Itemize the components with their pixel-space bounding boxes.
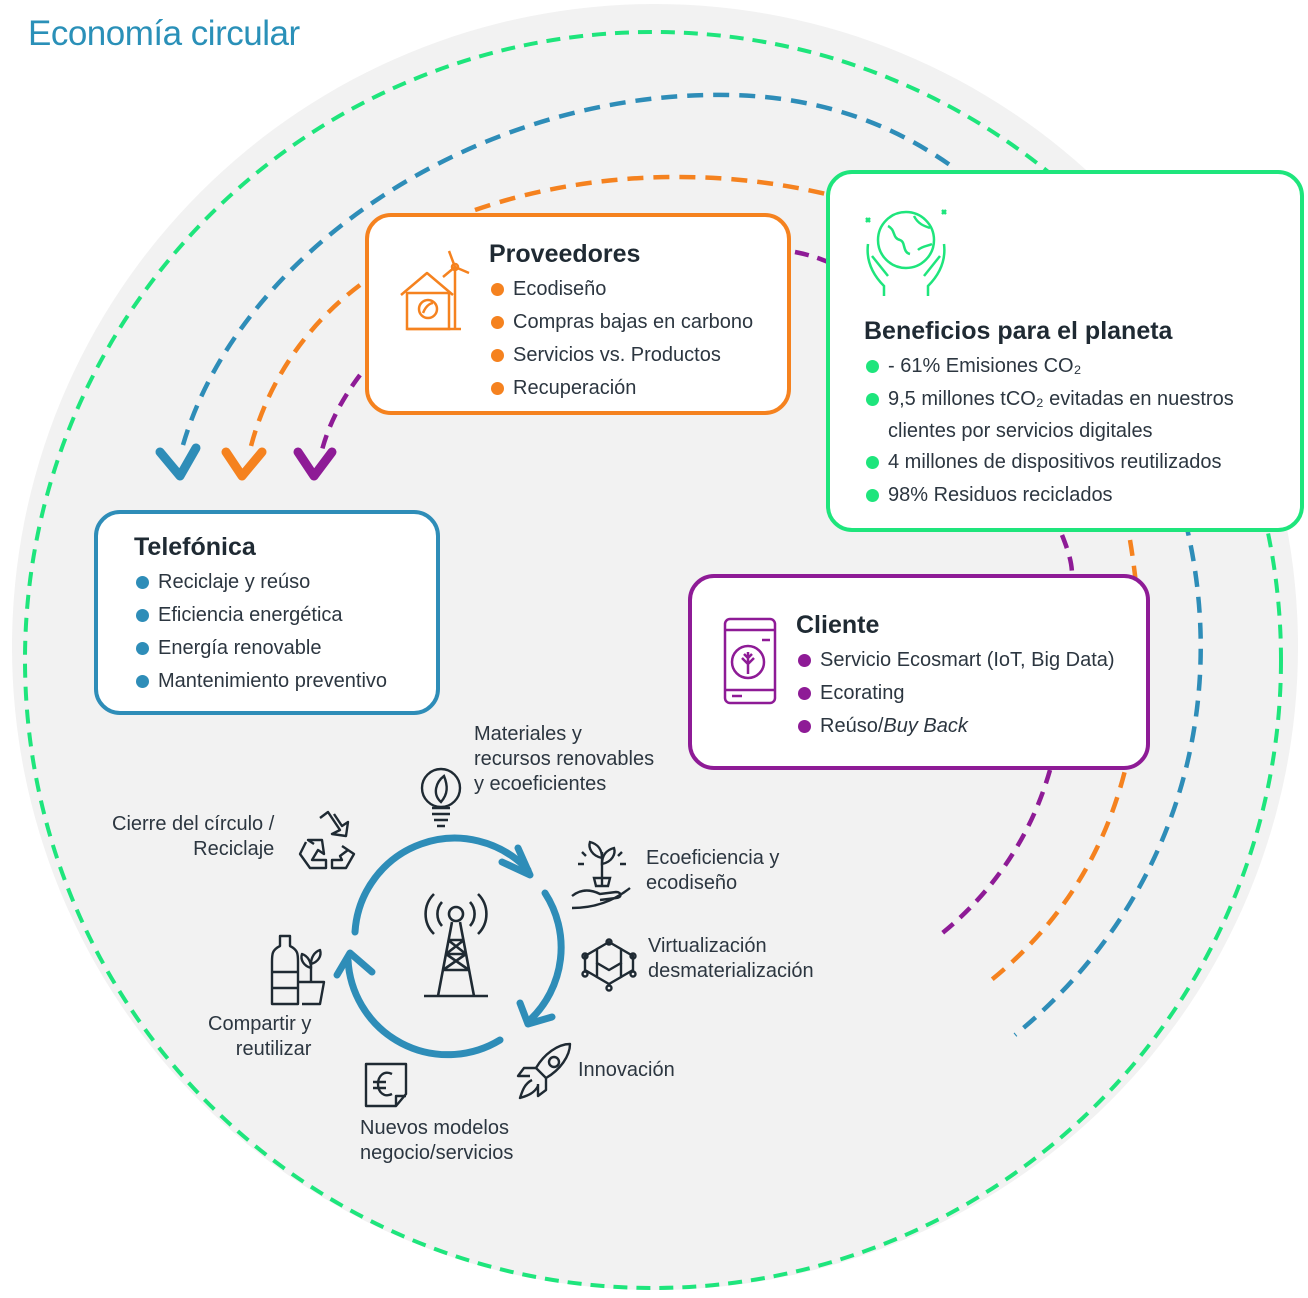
orange-arc-top — [474, 174, 831, 213]
orange-arrowhead — [221, 447, 267, 481]
list-item: 98% Residuos reciclados — [864, 479, 1300, 512]
purple-link-top — [794, 249, 829, 265]
eco-house-windmill-icon — [400, 250, 470, 331]
cliente-list: Servicio Ecosmart (IoT, Big Data) Ecorat… — [796, 644, 1146, 743]
label-compartir: Compartir y reutilizar — [208, 1013, 312, 1060]
list-item: Servicios vs. Productos — [489, 339, 787, 372]
orange-arc-right — [983, 539, 1142, 987]
cycle-arc-top — [351, 834, 532, 936]
purple-arc-right — [938, 769, 1053, 937]
euro-document-icon — [364, 1062, 408, 1108]
proveedores-list: Ecodiseño Compras bajas en carbono Servi… — [489, 273, 787, 405]
label-cierre: Cierre del círculo / Reciclaje — [112, 813, 275, 860]
proveedores-box: Proveedores Ecodiseño Compras bajas en c… — [365, 213, 791, 415]
beneficios-box: Beneficios para el planeta - 61% Emision… — [826, 170, 1304, 532]
label-virtualizacion: Virtualización desmaterialización — [648, 935, 814, 982]
list-item: Mantenimiento preventivo — [134, 665, 436, 698]
purple-arrowhead — [293, 447, 337, 481]
telefonica-list: Reciclaje y reúso Eficiencia energética … — [134, 566, 436, 698]
blue-arrowhead — [155, 443, 201, 481]
rocket-icon — [516, 1042, 572, 1100]
list-item: Reúso/Buy Back — [796, 710, 1146, 743]
recycle-icon — [298, 810, 356, 870]
orange-arc-left — [247, 283, 362, 451]
page-title: Economía circular — [28, 14, 300, 53]
purple-arc-left — [319, 373, 362, 451]
list-item: - 61% Emisiones CO₂ — [864, 350, 1300, 383]
list-item: Recuperación — [489, 372, 787, 405]
cliente-box: Cliente Servicio Ecosmart (IoT, Big Data… — [688, 574, 1150, 770]
label-materiales: Materiales y recursos renovables y ecoef… — [474, 723, 655, 795]
cycle-arc-left — [344, 956, 504, 1059]
smartphone-leaf-icon — [723, 617, 777, 705]
purple-link-right — [1059, 534, 1075, 576]
list-item: 4 millones de dispositivos reutilizados — [864, 446, 1300, 479]
telefonica-title: Telefónica — [134, 533, 256, 561]
cliente-title: Cliente — [796, 611, 880, 639]
list-item: Ecorating — [796, 677, 1146, 710]
list-item: Servicio Ecosmart (IoT, Big Data) — [796, 644, 1146, 677]
cycle-arc-right — [526, 889, 565, 1024]
globe-in-hands-icon — [865, 209, 947, 296]
bottles-plant-icon — [270, 934, 326, 1006]
label-ecoeficiencia: Ecoeficiencia y ecodiseño — [646, 847, 780, 894]
list-item: Eficiencia energética — [134, 599, 436, 632]
telefonica-box: Telefónica Reciclaje y reúso Eficiencia … — [94, 510, 440, 715]
list-item: Energía renovable — [134, 632, 436, 665]
blue-arc-top — [180, 92, 952, 446]
plant-in-hand-icon — [571, 840, 631, 910]
list-item: Compras bajas en carbono — [489, 306, 787, 339]
label-innovacion: Innovación — [578, 1059, 675, 1081]
beneficios-title: Beneficios para el planeta — [864, 317, 1173, 345]
outer-green-dashed-circle — [23, 30, 1283, 1290]
list-item: Ecodiseño — [489, 273, 787, 306]
lightbulb-icon — [420, 767, 462, 828]
label-nuevos-modelos: Nuevos modelos negocio/servicios — [360, 1117, 514, 1164]
proveedores-title: Proveedores — [489, 240, 641, 268]
beneficios-list: - 61% Emisiones CO₂ 9,5 millones tCO₂ ev… — [864, 350, 1300, 512]
telecom-tower-icon — [424, 893, 488, 998]
hexagon-network-icon — [581, 938, 637, 992]
list-item: Reciclaje y reúso — [134, 566, 436, 599]
